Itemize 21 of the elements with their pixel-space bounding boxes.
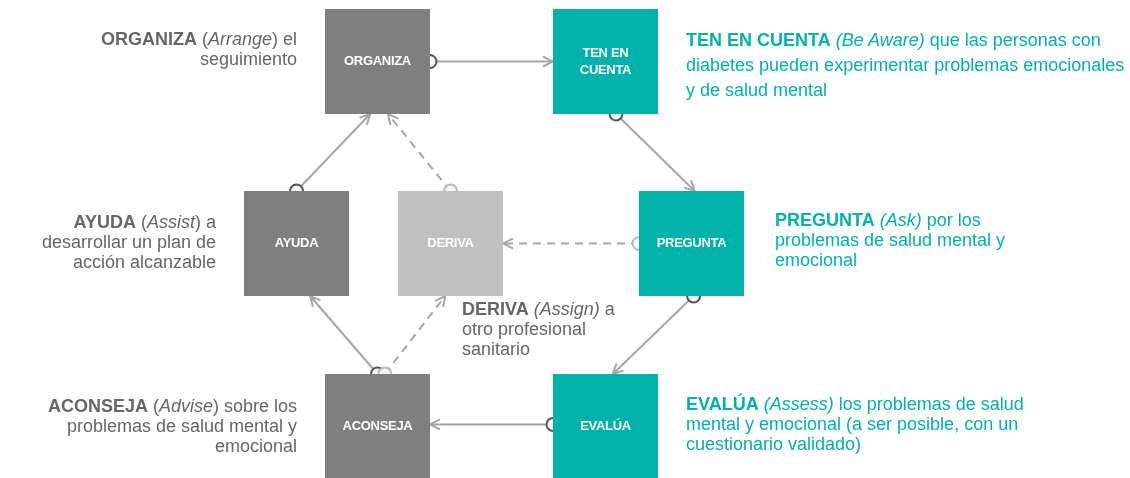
step-description: AYUDA (Assist) a desarrollar un plan de acción alcanzable [40, 213, 216, 273]
step-description: ACONSEJA (Advise) sobre los problemas de salud mental y emocional [46, 397, 297, 457]
step-description: TEN EN CUENTA (Be Aware) que las personas con diabetes pueden experimentar problemas emocionales y de salud mental [686, 29, 1126, 103]
process-box [553, 9, 658, 114]
step-description: DERIVA (Assign) a otro profesional sanitario [462, 300, 616, 360]
step-description: ORGANIZA (Arrange) el seguimiento [99, 30, 297, 70]
process-box [325, 374, 430, 478]
process-box [398, 191, 503, 296]
step-description: EVALÚA (Assess) los problemas de salud mental y emocional (a ser posible, con un cuestionario validado) [686, 395, 1025, 455]
step-label: TEN EN CUENTA [578, 44, 633, 79]
process-box [244, 191, 349, 296]
step-label: DERIVA [427, 235, 474, 252]
step-label: PREGUNTA [656, 235, 727, 252]
process-box [553, 374, 658, 478]
process-box [325, 9, 430, 114]
step-label: ORGANIZA [344, 53, 411, 70]
process-box [639, 191, 744, 296]
step-label: AYUDA [274, 235, 319, 252]
step-description: PREGUNTA (Ask) por los problemas de salud mental y emocional [775, 211, 1007, 271]
step-label: EVALÚA [580, 418, 631, 435]
step-label: ACONSEJA [342, 418, 413, 435]
